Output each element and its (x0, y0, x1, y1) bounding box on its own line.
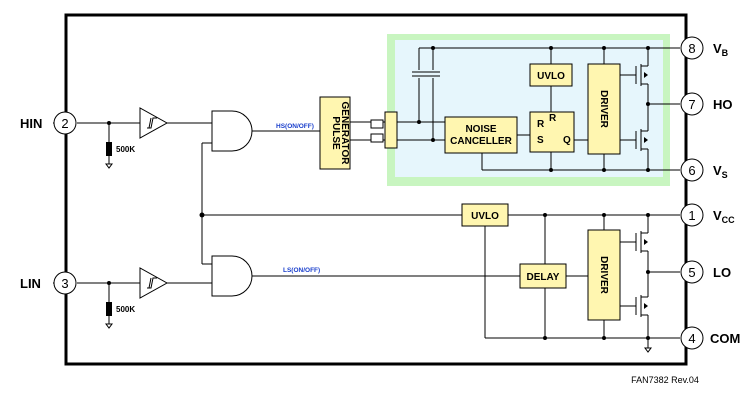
pin-4-label: COM (710, 331, 740, 346)
ls-signal-label: LS(ON/OFF) (283, 267, 320, 274)
pulse-generator-label-2: GENERATOR (339, 102, 350, 166)
driver-high-label: DRIVER (598, 90, 609, 129)
hin-pulldown-resistor (106, 142, 112, 156)
lin-pulldown-resistor (106, 302, 112, 316)
pin-2: 2 (53, 111, 77, 135)
lin-and-gate (211, 255, 253, 297)
svg-text:1: 1 (688, 208, 695, 223)
pin-1: 1 (680, 203, 704, 227)
hin-resistor-label: 500K (116, 145, 135, 154)
hs-signal-label: HS(ON/OFF) (276, 123, 314, 130)
pin-5-label: LO (713, 265, 731, 280)
level-shifter (370, 111, 445, 149)
lin-resistor-label: 500K (116, 305, 135, 314)
svg-text:4: 4 (688, 331, 695, 346)
footer-part-number: FAN7382 Rev.04 (631, 375, 699, 385)
pin-3: 3 (53, 271, 77, 295)
svg-text:5: 5 (688, 265, 695, 280)
pin-3-label: LIN (20, 276, 41, 291)
driver-high-block (587, 63, 621, 155)
rs-latch-block (529, 111, 575, 153)
noise-canceller-block (444, 116, 518, 154)
chip-outline (64, 13, 688, 366)
hin-and-gate (211, 110, 253, 152)
pulse-generator-block (319, 96, 351, 170)
noise-canceller-label-1: NOISE (465, 124, 496, 135)
pin-8-label: VB (713, 41, 729, 58)
noise-canceller-label-2: CANCELLER (450, 136, 512, 147)
pin-5: 5 (680, 260, 704, 284)
pin-7: 7 (680, 92, 704, 116)
hin-schmitt-buffer (139, 107, 169, 139)
low-side-output-stage (620, 215, 680, 338)
pin-4: 4 (680, 326, 704, 350)
pin-8: 8 (680, 36, 704, 60)
bootstrap-capacitors (412, 48, 440, 142)
lin-input-path (53, 255, 520, 329)
latch-q: Q (563, 135, 571, 146)
high-side-output-stage (620, 48, 680, 172)
delay-label: DELAY (527, 272, 560, 283)
pulse-generator-label-1: PULSE (330, 116, 341, 150)
high-side-blue-area (395, 40, 663, 177)
svg-text:3: 3 (61, 276, 68, 291)
pin-7-label: HO (713, 97, 733, 112)
lin-schmitt-buffer (139, 267, 169, 299)
pin-2-label: HIN (20, 116, 42, 131)
pin-1-label: VCC (713, 208, 735, 225)
uvlo-high-label: UVLO (537, 71, 565, 82)
svg-text:2: 2 (61, 116, 68, 131)
driver-low-label: DRIVER (598, 256, 609, 295)
latch-r-left: R (537, 119, 545, 130)
latch-s: S (537, 135, 544, 146)
hin-input-path (53, 107, 320, 169)
uvlo-low-label: UVLO (471, 211, 499, 222)
svg-text:7: 7 (688, 97, 695, 112)
pin-6-label: VS (713, 163, 728, 180)
pin-6: 6 (680, 158, 704, 182)
svg-text:8: 8 (688, 41, 695, 56)
svg-text:6: 6 (688, 163, 695, 178)
latch-r-top: R (549, 113, 557, 124)
